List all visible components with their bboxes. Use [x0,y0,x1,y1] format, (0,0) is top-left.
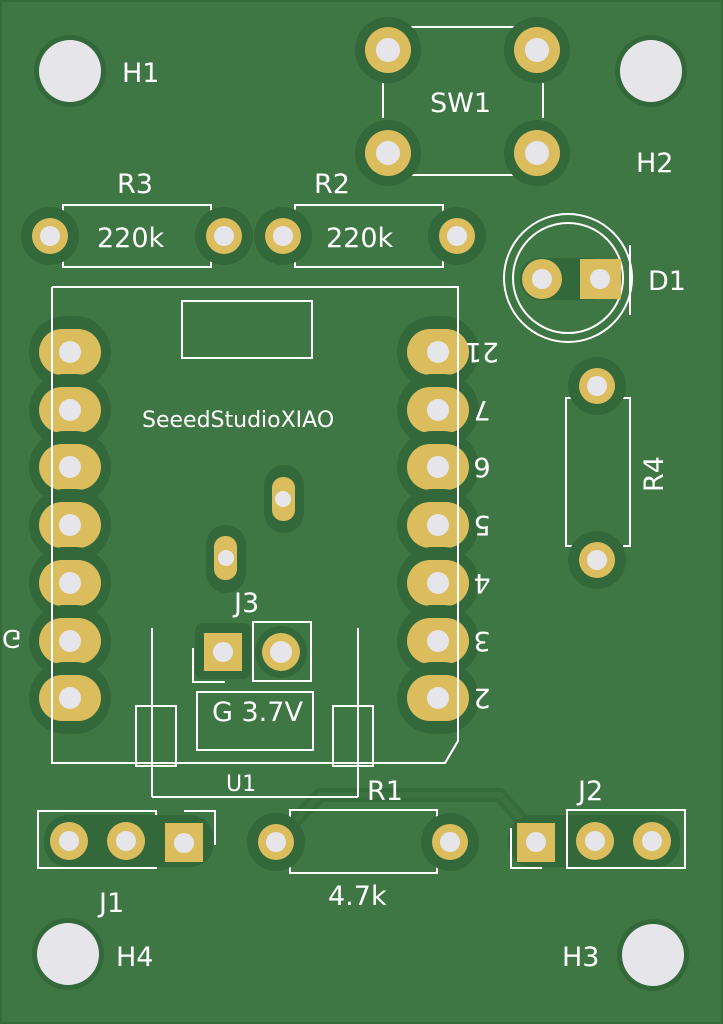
ref-r2: R2 [314,169,350,200]
ref-j2: J2 [576,776,603,807]
hole-label-h2: H2 [636,148,673,179]
module-outline [51,286,459,764]
pad [504,17,570,83]
ref-u1: U1 [226,772,256,797]
xiao-pin-pad [29,374,111,446]
pin-label-right: 21 [465,336,499,367]
xiao-left-pads [29,316,111,734]
switch-sw1 [355,17,570,186]
label-j3: G 3.7V [212,697,303,728]
pin-label-right: 2 [473,682,490,713]
xiao-pin-pad [397,605,479,677]
pin-label-right: 3 [473,625,490,656]
value-r3: 220k [97,223,165,254]
ref-sw1: SW1 [430,88,491,119]
pad [355,120,421,186]
xiao-pin-pad [397,662,479,734]
pin-label-left-g: G [2,624,21,653]
resistor-r3 [21,204,253,268]
xiao-right-pads [51,286,479,764]
connector-j2 [508,809,686,869]
ref-j3: J3 [232,588,259,619]
xiao-pin-pad [29,431,111,503]
pin-label-right: 7 [473,394,490,425]
pad [428,207,486,265]
mounting-hole-h3 [617,919,689,991]
battery-pads [206,465,304,593]
pad [195,207,253,265]
pad [568,357,626,415]
ref-r1: R1 [367,776,403,807]
connector-j1 [37,810,216,869]
mounting-hole-h4 [32,918,104,990]
value-r1: 4.7k [328,881,387,912]
hole-label-h4: H4 [116,942,153,973]
xiao-pin-pad [29,662,111,734]
hole-label-h3: H3 [562,942,599,973]
xiao-pin-pad [29,605,111,677]
pad [254,207,312,265]
pin-label-right: 5 [473,509,490,540]
xiao-right-pin-labels: 21 7 6 5 4 3 2 [465,336,499,713]
xiao-pin-pad [29,489,111,561]
pad [247,813,305,871]
hole-label-h1: H1 [122,58,159,89]
pad [504,120,570,186]
value-u1: SeeedStudioXIAO [142,408,334,433]
resistor-r1 [247,809,479,874]
mounting-hole-h2 [615,35,687,107]
pad [568,531,626,589]
pin-label-right: 4 [473,567,490,598]
ref-r4: R4 [639,456,670,492]
pin-label-right: 6 [473,451,490,482]
xiao-pin-pad [29,547,111,619]
xiao-pin-pad [29,316,111,388]
pad [355,17,421,83]
ref-r3: R3 [117,169,153,200]
pad [21,207,79,265]
resistor-r4 [565,357,631,589]
ref-d1: D1 [648,266,686,297]
mounting-hole-h1 [34,35,106,107]
ref-j1: J1 [97,888,124,919]
connector-j3 [192,621,312,683]
led-d1 [503,213,633,343]
usb-connector-outline [181,300,313,359]
resistor-r2 [254,204,486,268]
pad [421,813,479,871]
value-r2: 220k [326,223,394,254]
